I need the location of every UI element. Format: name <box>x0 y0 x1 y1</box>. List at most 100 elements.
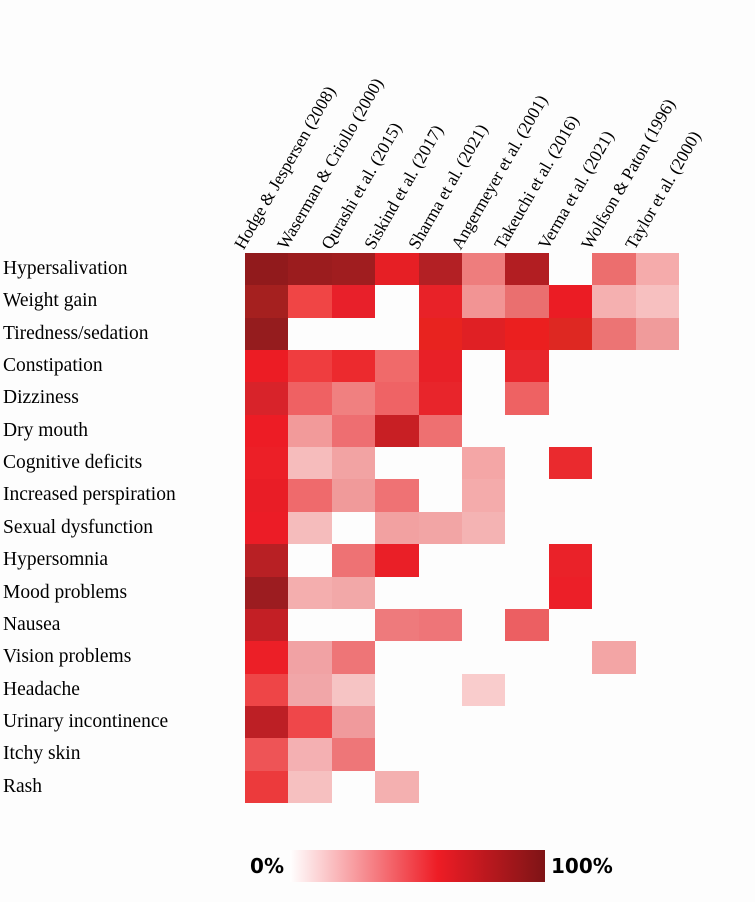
heatmap-cell <box>331 511 376 545</box>
heatmap-cell <box>375 544 419 577</box>
heatmap-cell <box>331 253 376 286</box>
heatmap-cell <box>592 253 636 286</box>
heatmap-cell <box>635 576 679 609</box>
heatmap-cell <box>331 447 376 480</box>
heatmap-cell <box>375 447 419 480</box>
heatmap-cell <box>331 770 376 803</box>
row-label-10: Hypersomnia <box>3 549 109 571</box>
heatmap-cell <box>331 285 376 318</box>
heatmap-cell <box>288 447 332 480</box>
heatmap-cell <box>418 350 462 383</box>
heatmap-cell <box>418 608 462 642</box>
heatmap-cell <box>592 511 636 545</box>
heatmap-cell <box>505 479 549 512</box>
heatmap-cell <box>331 576 376 609</box>
heatmap-cell <box>418 673 462 706</box>
heatmap-cell <box>288 608 332 642</box>
row-label-16: Itchy skin <box>3 743 81 765</box>
heatmap-cell <box>592 544 636 577</box>
heatmap-cell <box>288 382 332 415</box>
heatmap-row <box>245 350 679 383</box>
heatmap-row <box>245 253 679 286</box>
heatmap-cell <box>418 447 462 480</box>
heatmap-cell <box>635 350 679 383</box>
heatmap-cell <box>635 544 679 577</box>
heatmap-row <box>245 317 679 351</box>
heatmap-cell <box>331 673 376 706</box>
heatmap-row <box>245 285 679 318</box>
heatmap-row <box>245 414 679 448</box>
heatmap-cell <box>635 447 679 480</box>
heatmap-cell <box>418 479 462 512</box>
heatmap-cell <box>418 738 462 771</box>
heatmap-cell <box>505 576 549 609</box>
heatmap-row <box>245 382 679 415</box>
heatmap-cell <box>548 738 593 771</box>
heatmap-cell <box>375 253 419 286</box>
heatmap-cell <box>592 770 636 803</box>
row-label-11: Mood problems <box>3 581 128 603</box>
heatmap-cell <box>245 285 289 318</box>
heatmap-cell <box>418 511 462 545</box>
legend-gradient-bar <box>290 850 545 882</box>
heatmap-cell <box>462 382 506 415</box>
heatmap-cell <box>245 317 289 351</box>
heatmap-cell <box>462 544 506 577</box>
heatmap-row <box>245 479 679 512</box>
heatmap-row <box>245 641 679 674</box>
heatmap-cell <box>462 317 506 351</box>
heatmap-row <box>245 673 679 706</box>
heatmap-cell <box>548 285 593 318</box>
heatmap-cell <box>505 705 549 739</box>
heatmap-cell <box>505 382 549 415</box>
heatmap-cell <box>592 479 636 512</box>
heatmap-cell <box>245 382 289 415</box>
row-label-9: Sexual dysfunction <box>3 516 154 538</box>
heatmap-row <box>245 770 679 803</box>
heatmap-cell <box>245 738 289 771</box>
heatmap-cell <box>462 350 506 383</box>
heatmap-cell <box>462 641 506 674</box>
heatmap-cell <box>548 350 593 383</box>
heatmap-cell <box>462 576 506 609</box>
heatmap-cell <box>375 770 419 803</box>
row-label-13: Vision problems <box>3 646 132 668</box>
heatmap-cell <box>245 576 289 609</box>
heatmap-cell <box>635 705 679 739</box>
heatmap-cell <box>548 705 593 739</box>
row-label-17: Rash <box>3 775 42 797</box>
heatmap-cell <box>635 673 679 706</box>
heatmap-cell <box>331 317 376 351</box>
heatmap-cell <box>505 608 549 642</box>
heatmap-row <box>245 447 679 480</box>
heatmap-cell <box>245 705 289 739</box>
heatmap-cell <box>418 285 462 318</box>
heatmap-cell <box>548 253 593 286</box>
heatmap-cell <box>245 447 289 480</box>
heatmap-cell <box>288 317 332 351</box>
heatmap-cell <box>288 511 332 545</box>
heatmap-row <box>245 544 679 577</box>
heatmap-cell <box>592 285 636 318</box>
heatmap-cell <box>331 705 376 739</box>
heatmap-cell <box>635 479 679 512</box>
legend-min-label: 0% <box>250 854 284 878</box>
heatmap-cell <box>331 641 376 674</box>
heatmap-cell <box>592 641 636 674</box>
heatmap-row <box>245 576 679 609</box>
heatmap-cell <box>375 317 419 351</box>
heatmap-cell <box>505 641 549 674</box>
heatmap-cell <box>331 414 376 448</box>
heatmap-cell <box>245 673 289 706</box>
heatmap-cell <box>462 285 506 318</box>
heatmap-cell <box>462 608 506 642</box>
heatmap-cell <box>418 414 462 448</box>
heatmap-cell <box>288 350 332 383</box>
heatmap-cell <box>245 479 289 512</box>
heatmap-cell <box>375 673 419 706</box>
heatmap-grid <box>245 253 679 803</box>
heatmap-cell <box>375 350 419 383</box>
heatmap-cell <box>635 317 679 351</box>
heatmap-row <box>245 705 679 739</box>
heatmap-cell <box>548 673 593 706</box>
